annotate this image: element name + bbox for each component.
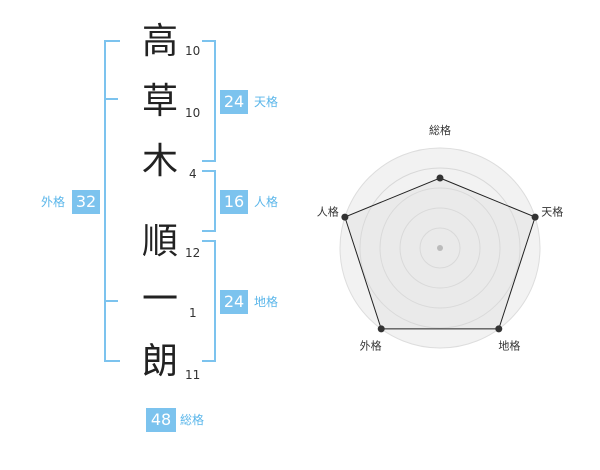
radar-point — [436, 174, 444, 182]
radar-polygon — [344, 177, 536, 330]
radar-center — [437, 245, 443, 251]
radar-axis-label: 外格 — [360, 338, 382, 352]
stroke-count-1: 10 — [185, 44, 201, 58]
stroke-count-5: 1 — [189, 306, 197, 320]
name-char-1: 高 — [142, 21, 179, 62]
radar-axis-label: 総格 — [429, 123, 451, 137]
soukaku-badge: 48 — [146, 408, 176, 432]
name-char-2: 草 — [142, 81, 179, 122]
gaikaku-bracket — [104, 40, 120, 362]
gaikaku-bracket-middle — [104, 98, 118, 302]
gaikaku-badge: 32 — [72, 190, 100, 214]
gaikaku-label: 外格 — [41, 195, 66, 209]
radar-point — [341, 213, 349, 221]
name-char-6: 朗 — [142, 341, 179, 382]
stroke-count-3: 4 — [189, 167, 197, 181]
radar-axis-label: 人格 — [317, 205, 339, 219]
name-char-3: 木 — [142, 141, 179, 182]
stroke-count-2: 10 — [185, 106, 201, 120]
tenkaku-label: 天格 — [254, 95, 279, 109]
name-char-5: 一 — [142, 279, 179, 320]
radar-point — [495, 325, 503, 333]
jinkaku-bracket — [202, 170, 216, 232]
chikaku-label: 地格 — [254, 295, 279, 309]
name-char-4: 順 — [142, 221, 179, 262]
stroke-count-6: 11 — [185, 368, 201, 382]
tenkaku-bracket — [202, 40, 216, 162]
radar-point — [531, 213, 539, 221]
radar-ring — [379, 187, 501, 309]
soukaku-label: 総格 — [180, 413, 205, 427]
radar-ring — [399, 207, 481, 289]
chikaku-bracket — [202, 240, 216, 362]
chikaku-badge: 24 — [220, 290, 248, 314]
jinkaku-badge: 16 — [220, 190, 248, 214]
radar-point — [377, 325, 385, 333]
stroke-count-4: 12 — [185, 246, 201, 260]
radar-ring — [419, 227, 461, 269]
radar-axis-label: 天格 — [541, 205, 563, 219]
jinkaku-label: 人格 — [254, 195, 279, 209]
radar-axis-label: 地格 — [498, 338, 520, 352]
radar-ring — [359, 167, 521, 329]
tenkaku-badge: 24 — [220, 90, 248, 114]
